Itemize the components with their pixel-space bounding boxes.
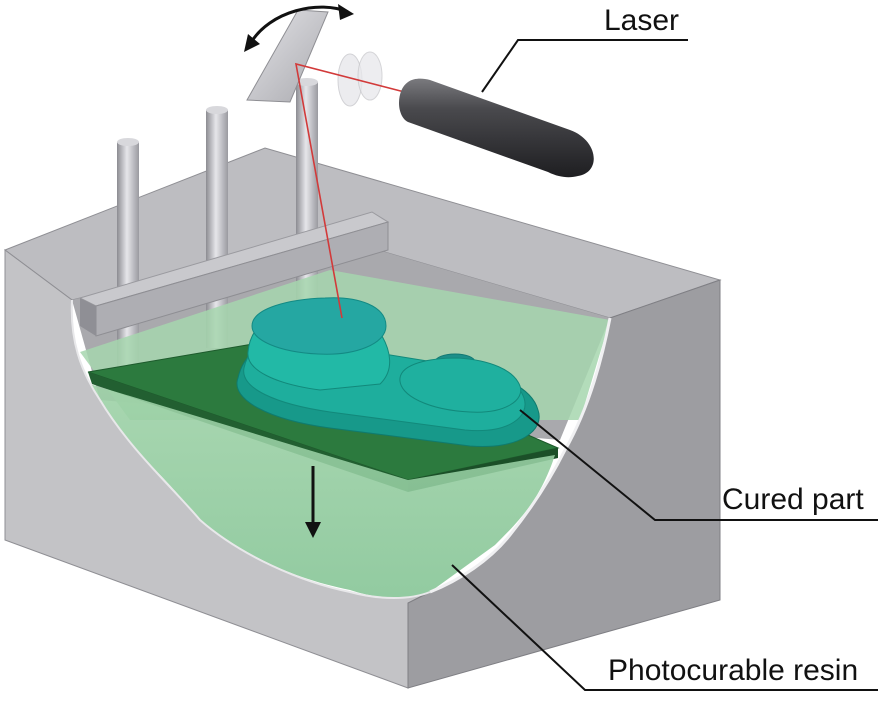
laser-label: Laser [604, 4, 680, 37]
laser-body [399, 78, 594, 178]
resin-body [90, 384, 555, 598]
rod-left-cap [117, 138, 139, 146]
laser-source [399, 78, 594, 178]
elevator-beam-end [80, 298, 96, 336]
rod-right-cap [296, 78, 318, 86]
focusing-lens-2 [357, 51, 383, 101]
mirror-rotation-arrow-head-left [244, 34, 260, 52]
cured-part [236, 297, 540, 448]
resin-label: Photocurable resin [608, 654, 859, 687]
cured-part-label: Cured part [722, 483, 864, 516]
laser-beam [294, 62, 421, 319]
laser-leader-line [481, 39, 688, 93]
cured-part-rear-layers [399, 357, 522, 413]
resin-leader-line [451, 564, 878, 691]
platform-down-arrow-head [305, 522, 321, 538]
mirror-rotation-arrow [248, 5, 349, 45]
vat-right-wall-inner-edge [429, 317, 612, 594]
rod-middle-cap [206, 106, 228, 114]
mirror-rotation-arrow-head-right [338, 4, 354, 20]
cured-part-leader-line [519, 409, 878, 521]
scanning-mirror [246, 9, 329, 103]
vat-front-wall-inner-edge [70, 299, 431, 599]
cured-part-top-layer [251, 297, 387, 355]
